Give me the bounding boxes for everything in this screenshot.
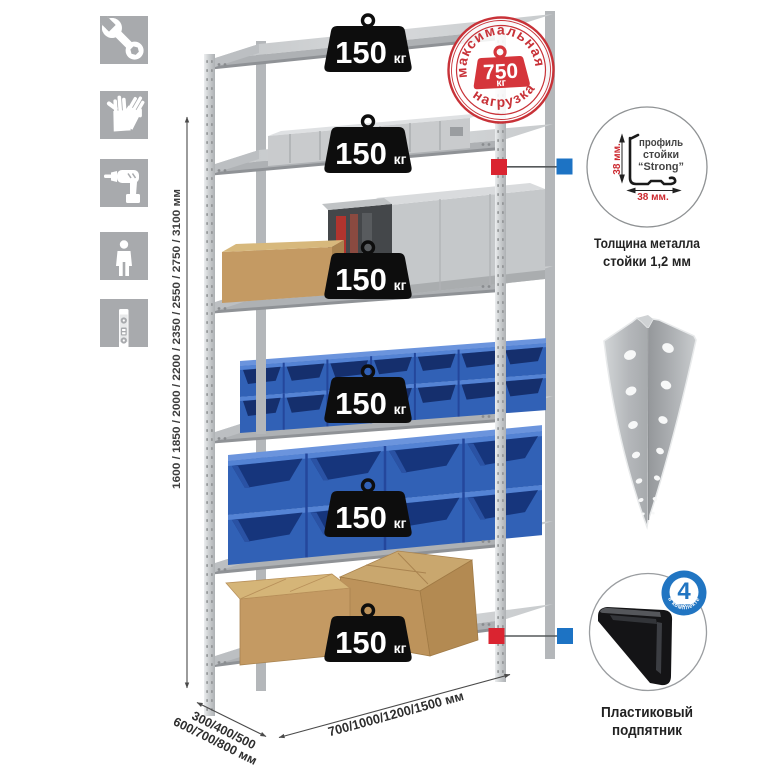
svg-text:кг: кг xyxy=(394,277,407,293)
svg-text:кг: кг xyxy=(394,515,407,531)
svg-text:4: 4 xyxy=(677,578,691,605)
svg-text:150: 150 xyxy=(335,386,387,421)
svg-text:150: 150 xyxy=(335,136,387,171)
svg-text:“Strong”: “Strong” xyxy=(638,161,684,173)
svg-text:кг: кг xyxy=(394,401,407,417)
svg-text:Пластиковый: Пластиковый xyxy=(601,705,693,721)
svg-text:кг: кг xyxy=(394,151,407,167)
svg-text:стойки: стойки xyxy=(643,149,679,161)
svg-text:150: 150 xyxy=(335,625,387,660)
svg-text:750: 750 xyxy=(483,60,519,85)
svg-text:штуки: штуки xyxy=(677,603,691,608)
svg-text:150: 150 xyxy=(335,500,387,535)
svg-text:кг: кг xyxy=(394,640,407,656)
svg-text:150: 150 xyxy=(335,262,387,297)
svg-text:стойки 1,2 мм: стойки 1,2 мм xyxy=(603,253,691,269)
svg-text:150: 150 xyxy=(335,35,387,70)
svg-text:кг: кг xyxy=(496,77,507,90)
svg-text:38 мм.: 38 мм. xyxy=(612,143,623,175)
svg-text:38 мм.: 38 мм. xyxy=(637,192,669,203)
svg-text:1600 / 1850 / 2000 / 2200 / 23: 1600 / 1850 / 2000 / 2200 / 2350 / 2550 … xyxy=(171,189,183,489)
svg-text:подпятник: подпятник xyxy=(612,723,683,739)
svg-text:700/1000/1200/1500 мм: 700/1000/1200/1500 мм xyxy=(326,688,465,739)
svg-text:профиль: профиль xyxy=(639,137,683,149)
svg-text:кг: кг xyxy=(394,50,407,66)
svg-text:Толщина металла: Толщина металла xyxy=(594,235,700,251)
